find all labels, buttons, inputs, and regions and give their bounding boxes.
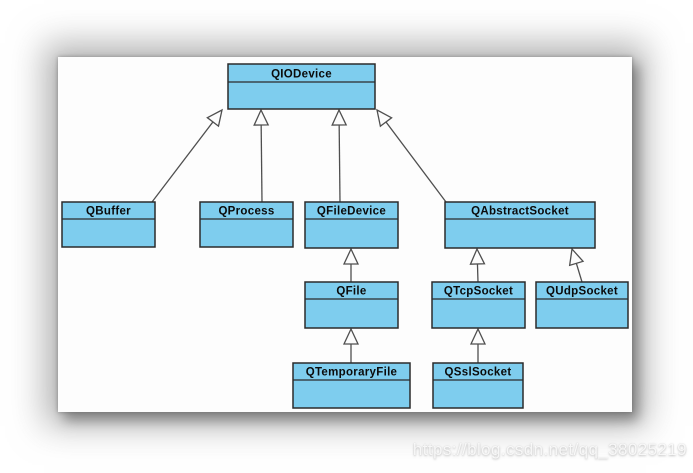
class-name-label: QFileDevice [317, 206, 386, 218]
generalization-arrowhead-icon [469, 327, 487, 345]
inheritance-edge-qprocess-to-qiodevice [253, 108, 270, 203]
class-box [304, 201, 399, 249]
class-node-qiodevice: QIODevice [227, 63, 376, 110]
class-node-qbuffer: QBuffer [61, 201, 156, 248]
class-box [199, 201, 294, 248]
generalization-arrowhead-icon [206, 108, 223, 128]
inheritance-line [151, 121, 214, 203]
inheritance-line [575, 263, 583, 283]
inheritance-line [385, 121, 447, 203]
inheritance-line [476, 263, 479, 283]
inheritance-line [338, 124, 341, 203]
class-box [292, 362, 411, 409]
inheritance-edge-qabstractsocket-to-qiodevice [376, 108, 447, 203]
class-node-qabstractsocket: QAbstractSocket [444, 201, 596, 249]
inheritance-edge-qudpsocket-to-qabstractsocket [568, 247, 585, 283]
inheritance-edge-qfile-to-qfiledevice [342, 247, 360, 282]
inheritance-edge-qtcpsocket-to-qabstractsocket [469, 247, 486, 283]
class-name-label: QProcess [218, 206, 274, 218]
inheritance-edge-qfiledevice-to-qiodevice [331, 108, 348, 203]
generalization-arrowhead-icon [342, 327, 360, 345]
generalization-arrowhead-icon [568, 247, 585, 267]
class-node-qsslsocket: QSslSocket [432, 362, 524, 409]
class-box [444, 201, 596, 249]
inheritance-edge-qsslsocket-to-qtcpsocket [469, 327, 487, 363]
class-node-qtemporaryfile: QTemporaryFile [292, 362, 411, 409]
class-node-qprocess: QProcess [199, 201, 294, 248]
class-box [227, 63, 376, 110]
inheritance-line [260, 124, 263, 203]
class-node-qfiledevice: QFileDevice [304, 201, 399, 249]
inheritance-edge-qbuffer-to-qiodevice [151, 108, 223, 203]
class-name-label: QBuffer [86, 206, 131, 218]
class-node-qfile: QFile [304, 281, 399, 329]
generalization-arrowhead-icon [469, 247, 486, 265]
class-node-qudpsocket: QUdpSocket [535, 281, 629, 329]
class-name-label: QIODevice [271, 69, 332, 81]
generalization-arrowhead-icon [342, 247, 360, 265]
class-name-label: QFile [336, 286, 366, 298]
class-name-label: QTemporaryFile [306, 367, 398, 379]
class-box [61, 201, 156, 248]
class-name-label: QUdpSocket [546, 286, 618, 298]
class-name-label: QTcpSocket [444, 286, 513, 298]
generalization-arrowhead-icon [253, 108, 270, 126]
class-name-label: QAbstractSocket [471, 206, 569, 218]
class-box [304, 281, 399, 329]
inheritance-edge-qtemporaryfile-to-qfile [342, 327, 360, 363]
generalization-arrowhead-icon [376, 108, 393, 128]
class-name-label: QSslSocket [445, 367, 512, 379]
class-box [432, 362, 524, 409]
class-box [431, 281, 526, 329]
watermark-text: https://blog.csdn.net/qq_38025219 [412, 440, 687, 459]
class-node-qtcpsocket: QTcpSocket [431, 281, 526, 329]
class-box [535, 281, 629, 329]
generalization-arrowhead-icon [331, 108, 348, 126]
